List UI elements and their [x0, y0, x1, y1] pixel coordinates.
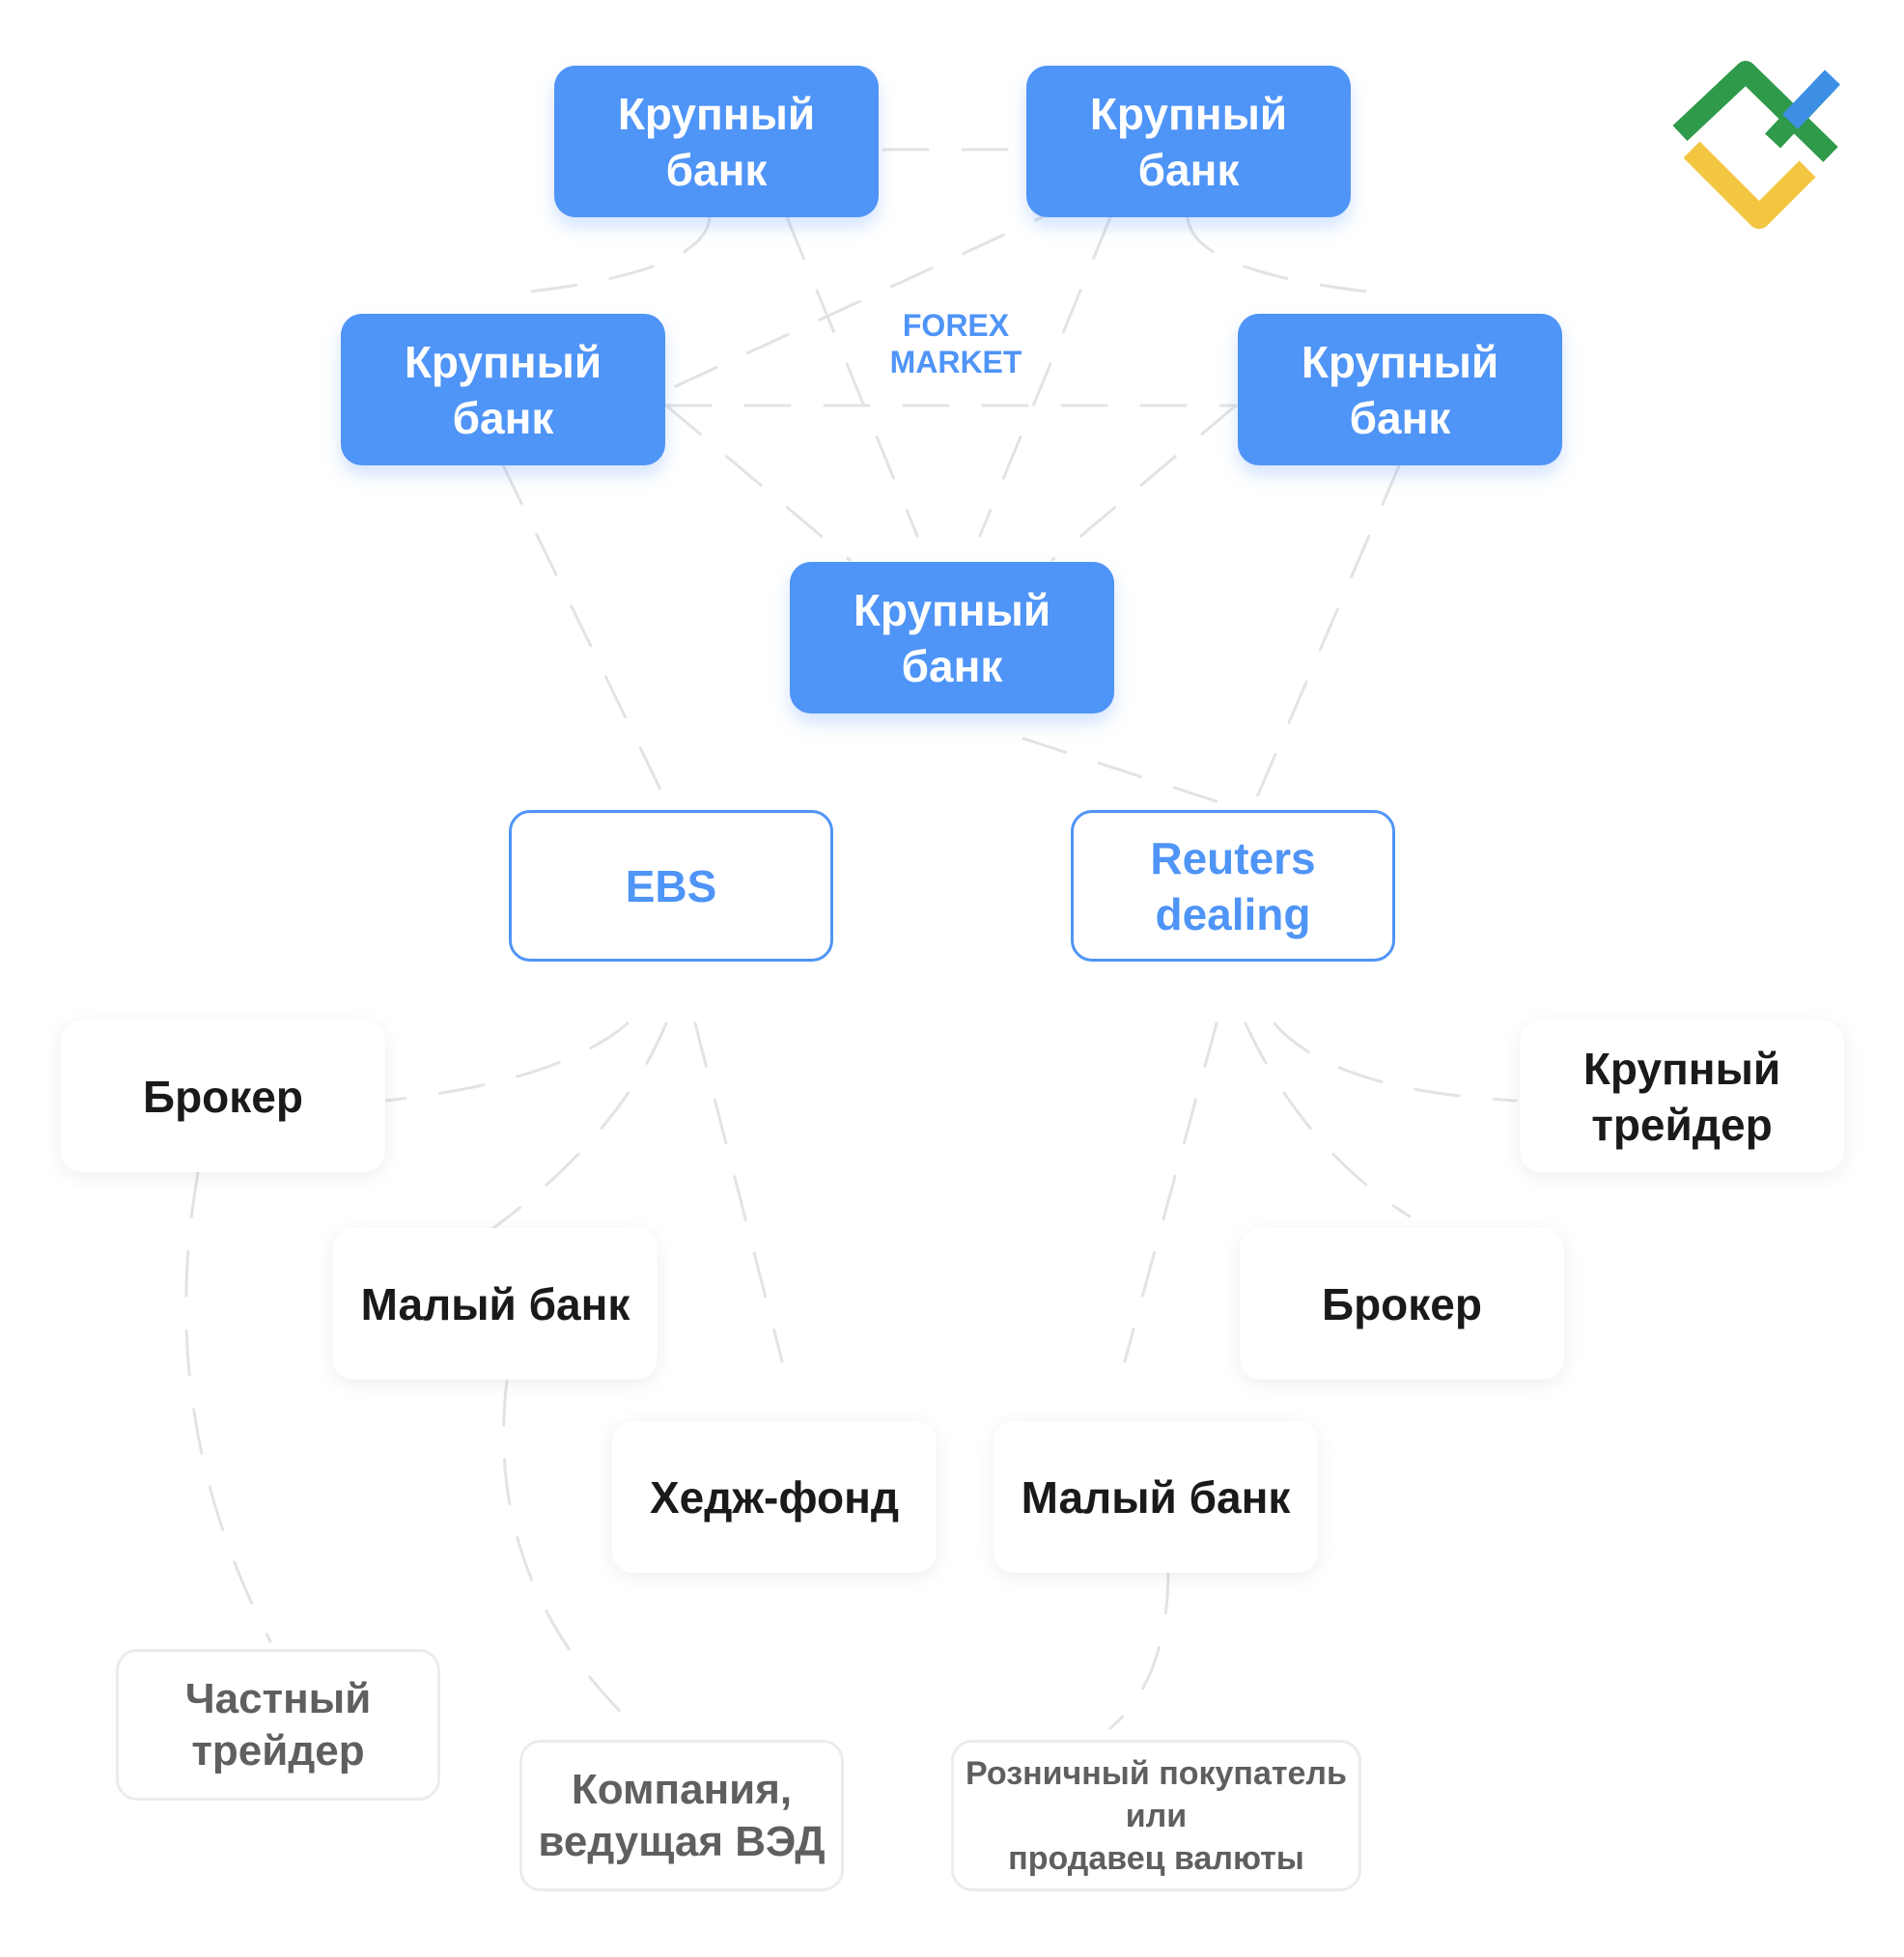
link-smallbank-company	[502, 1379, 639, 1730]
participant-label: Брокер	[1322, 1278, 1482, 1329]
major-bank-label: Крупный банк	[1089, 88, 1288, 195]
small-bank-right: Малый банк	[994, 1421, 1318, 1573]
link-smallbank2-retail	[1108, 1567, 1170, 1730]
participant-label: Малый банк	[360, 1278, 630, 1329]
participant-label: Хедж-фонд	[649, 1471, 900, 1523]
trading-company: Компания, ведущая ВЭД	[519, 1740, 844, 1891]
link-reuters-smallbank2	[1123, 1021, 1218, 1363]
major-bank-middle-left: Крупный банк	[341, 314, 665, 465]
major-bank-top-right: Крупный банк	[1026, 66, 1351, 217]
major-bank-middle-right: Крупный банк	[1238, 314, 1562, 465]
broker-right: Брокер	[1240, 1228, 1564, 1380]
link-bank2-bank5	[978, 215, 1112, 538]
link-bank3-bank5	[664, 404, 852, 562]
major-bank-label: Крупный банк	[1301, 336, 1499, 443]
broker-left: Брокер	[61, 1020, 385, 1172]
link-bank3-ebs	[500, 461, 668, 803]
retail-currency-client: Розничный покупатель или продавец валюты	[951, 1740, 1361, 1891]
ebs-label: EBS	[625, 860, 717, 911]
link-bank1-bank5	[785, 215, 919, 538]
link-bank3-bank2	[674, 210, 1054, 388]
link-broker-private-trader	[184, 1171, 272, 1643]
major-trader: Крупный трейдер	[1520, 1020, 1844, 1172]
major-bank-label: Крупный банк	[617, 88, 816, 195]
participant-label: Малый банк	[1021, 1471, 1291, 1523]
small-bank-left: Малый банк	[333, 1228, 658, 1380]
client-label: Компания, ведущая ВЭД	[538, 1765, 826, 1865]
reuters-dealing-platform: Reuters dealing	[1071, 810, 1395, 962]
link-bank4-bank5	[1050, 404, 1238, 562]
client-label: Розничный покупатель или продавец валюты	[966, 1754, 1347, 1877]
brand-logo-icon	[1672, 61, 1840, 229]
link-reuters-broker2	[1244, 1021, 1412, 1218]
link-ebs-hedgefund	[693, 1021, 784, 1363]
link-bank1-bank3	[500, 215, 712, 296]
reuters-dealing-label: Reuters dealing	[1150, 832, 1316, 939]
link-bank5-reuters	[1022, 737, 1218, 803]
link-bank4-reuters	[1253, 461, 1402, 803]
major-bank-label: Крупный банк	[404, 336, 602, 443]
major-bank-label: Крупный банк	[853, 584, 1051, 691]
major-bank-top-left: Крупный банк	[554, 66, 879, 217]
private-trader: Частный трейдер	[116, 1649, 440, 1801]
link-bank2-bank4	[1186, 215, 1397, 296]
link-ebs-smallbank	[481, 1021, 668, 1238]
forex-market-label-line2: MARKET	[889, 345, 1022, 379]
client-label: Частный трейдер	[184, 1674, 372, 1775]
major-bank-center: Крупный банк	[790, 562, 1114, 713]
hedge-fund: Хедж-фонд	[612, 1421, 937, 1573]
ebs-platform: EBS	[509, 810, 833, 962]
link-reuters-trader	[1273, 1021, 1518, 1103]
forex-market-label-line1: FOREX	[902, 308, 1010, 343]
link-ebs-broker	[384, 1021, 630, 1103]
forex-market-label: FOREX MARKET	[850, 307, 1062, 380]
participant-label: Брокер	[143, 1071, 303, 1122]
participant-label: Крупный трейдер	[1582, 1043, 1781, 1150]
